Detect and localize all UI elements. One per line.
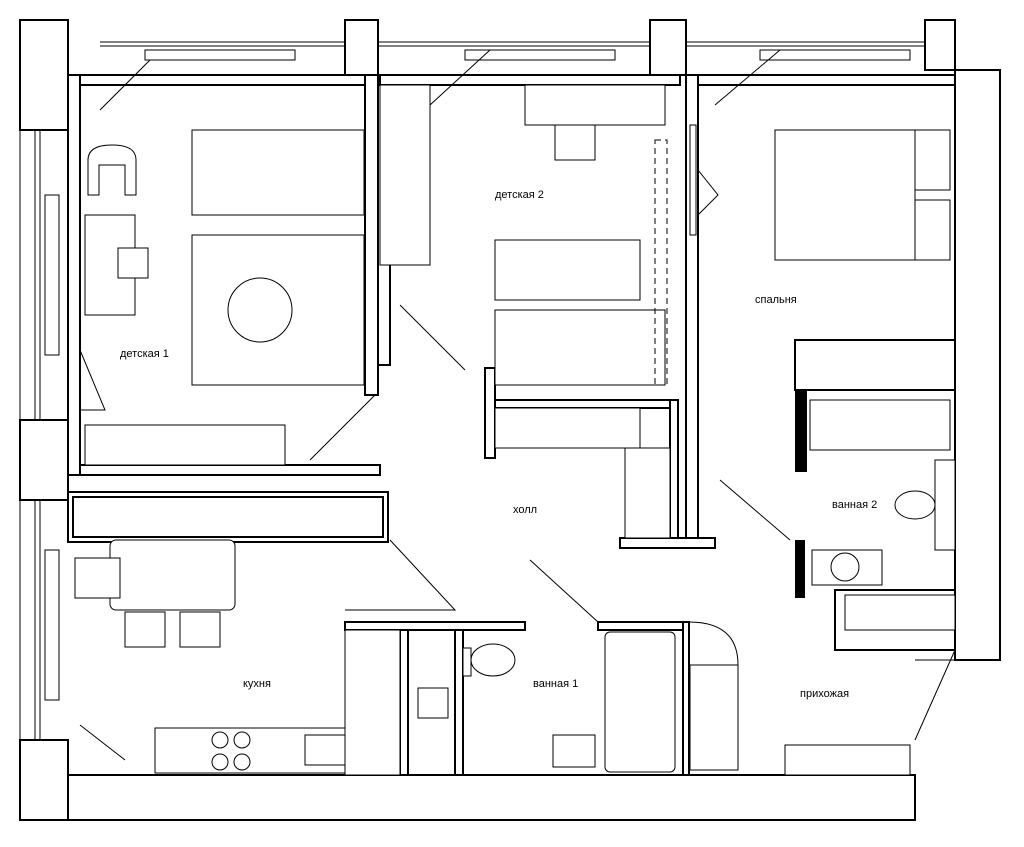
bathtub-bath2	[809, 399, 951, 451]
room-label-child2: детская 2	[495, 189, 544, 201]
radiators	[44, 49, 911, 701]
toilet-bath2	[894, 490, 936, 520]
round-chair	[227, 277, 293, 343]
bathtub-bath1	[604, 631, 676, 773]
furniture	[74, 84, 956, 776]
wardrobe-child2	[379, 84, 431, 266]
nightstand	[914, 129, 951, 191]
bed-child1	[191, 129, 365, 216]
kitchen-sink	[304, 734, 346, 766]
room-label-hall: холл	[513, 504, 537, 516]
room-label-bath2: ванная 2	[832, 499, 877, 511]
toilet-bath1	[470, 643, 516, 677]
rug-child2	[494, 239, 641, 301]
interior-walls	[67, 74, 956, 776]
wardrobe-child1	[84, 424, 286, 466]
kitchen-table	[109, 539, 236, 611]
room-label-bedroom: спальня	[755, 294, 797, 306]
washer-cabinet	[844, 594, 956, 631]
bench	[784, 744, 911, 776]
wardrobe-hall	[494, 407, 641, 449]
wardrobe-entry	[689, 664, 739, 771]
doors	[79, 49, 956, 761]
room-label-entry: прихожая	[800, 688, 849, 700]
desk-child2	[524, 84, 666, 126]
nightstand	[914, 199, 951, 261]
room-label-kitchen: кухня	[243, 678, 271, 690]
sink-bath2	[811, 549, 883, 586]
room-label-bath1: ванная 1	[533, 678, 578, 690]
bed-bedroom	[774, 129, 916, 261]
bed-child2	[494, 309, 666, 386]
exterior-walls	[19, 19, 1001, 821]
washer	[417, 687, 449, 719]
room-label-child1: детская 1	[120, 348, 169, 360]
room-labels: детская 1 детская 2 спальня ванная 2 хол…	[120, 189, 877, 700]
sink-bath1	[552, 734, 596, 768]
armchair	[87, 144, 137, 196]
